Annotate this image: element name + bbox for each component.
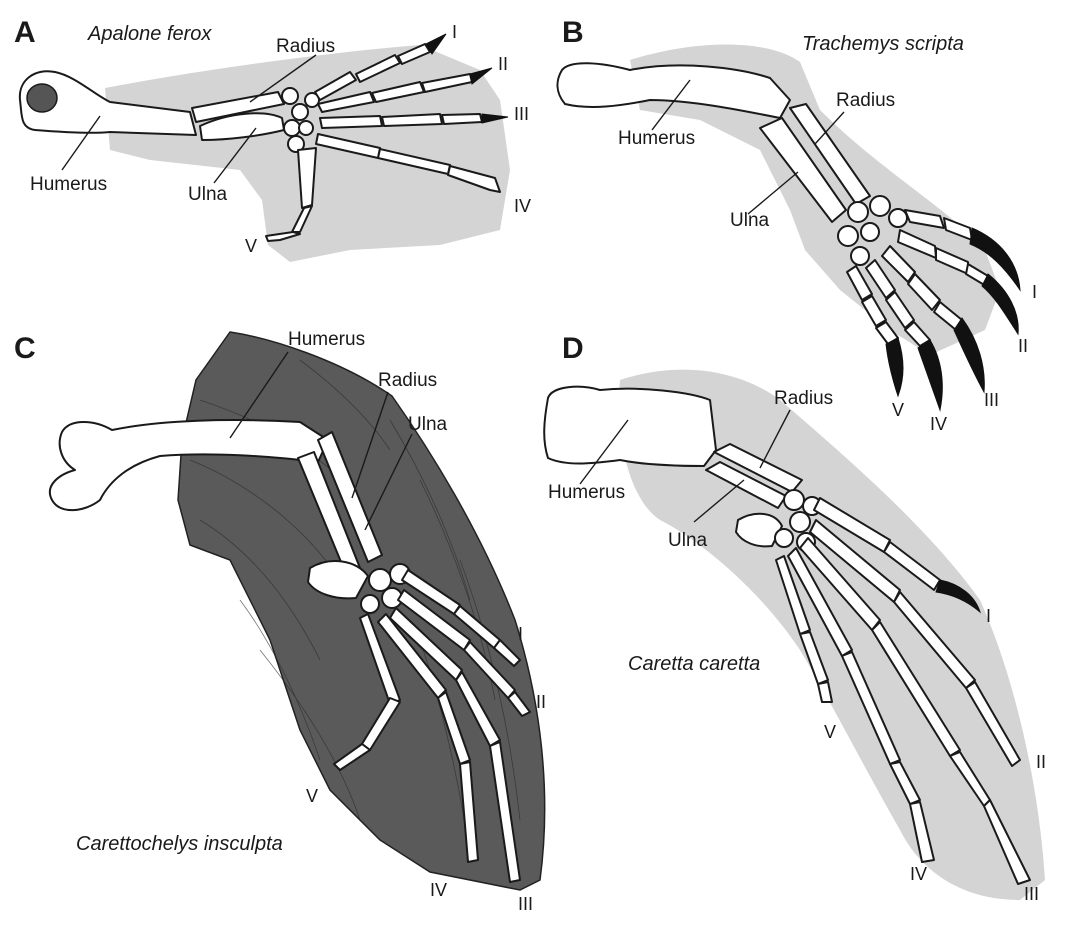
panel-a-humerus — [18, 70, 197, 136]
panel-a-ulna-label: Ulna — [188, 184, 228, 205]
panel-d-pisiform — [735, 512, 783, 548]
panel-c-radius-leader — [351, 391, 389, 499]
panel-d-digit-2: II — [1036, 752, 1046, 772]
panel-b-digit-2: II — [1018, 336, 1028, 356]
panel-c-humerus-label: Humerus — [288, 329, 365, 350]
panel-b: B Trachemys scripta Radius Humerus Ulna … — [556, 16, 1037, 434]
panel-c-digit-3: III — [518, 894, 533, 914]
panel-c-letter: C — [14, 332, 36, 365]
panel-c-humerus — [49, 419, 329, 512]
panel-a-digit-1: I — [452, 22, 457, 42]
panel-b-radius-label: Radius — [836, 90, 895, 111]
panel-c-species-name: Carettochelys insculpta — [76, 833, 283, 855]
panel-b-humerus — [556, 62, 791, 119]
panel-d-radius — [713, 443, 803, 493]
panel-b-ulna-label: Ulna — [730, 210, 770, 231]
panel-b-carpals — [837, 195, 908, 266]
panel-a-radius-label: Radius — [276, 36, 335, 57]
panel-d-humerus-leader — [579, 419, 629, 485]
panel-a-digit-2: II — [498, 54, 508, 74]
panel-b-humerus-leader — [651, 79, 691, 131]
panel-d-digits — [775, 497, 1031, 885]
panel-d-digit-1: I — [986, 606, 991, 626]
panel-c: C Humerus Radius Ulna Carettochelys insc… — [14, 329, 546, 914]
panel-a-digit-5: V — [245, 236, 257, 256]
panel-d-humerus-label: Humerus — [548, 482, 625, 503]
panel-c-radius-label: Radius — [378, 370, 437, 391]
panel-c-digits — [333, 569, 531, 883]
panel-a-digits — [265, 33, 509, 242]
panel-c-flipper-tissue — [177, 331, 546, 891]
panel-b-digit-1: I — [1032, 282, 1037, 302]
panel-a-carpals — [281, 87, 320, 153]
panel-c-digit-4: IV — [430, 880, 447, 900]
panel-a-humeral-head — [26, 83, 58, 113]
panel-d-radius-leader — [759, 409, 791, 469]
panel-d-digit-5: V — [824, 722, 836, 742]
panel-c-digit-5: V — [306, 786, 318, 806]
panel-d-digit-3: III — [1024, 884, 1039, 904]
panel-c-ulna-leader — [364, 433, 413, 531]
panel-c-ulna-label: Ulna — [408, 414, 448, 435]
panel-a-digit-3: III — [514, 104, 529, 124]
panel-a-radius-leader — [249, 54, 317, 103]
panel-d-carpals — [774, 489, 822, 552]
panel-c-digit-2: II — [536, 692, 546, 712]
panel-b-letter: B — [562, 16, 584, 49]
panel-d-ulna-label: Ulna — [668, 530, 708, 551]
panel-d: D Radius Humerus Ulna Caretta caretta I … — [543, 332, 1046, 904]
panel-a-ulna-leader — [213, 127, 257, 184]
panel-a-species-name: Apalone ferox — [87, 23, 212, 45]
panel-a-humerus-label: Humerus — [30, 174, 107, 195]
panel-a: A Apalone ferox Radius Humerus Ulna I II… — [14, 16, 531, 262]
panel-b-species-name: Trachemys scripta — [802, 33, 964, 55]
panel-a-radius — [191, 91, 285, 123]
panel-d-radius-label: Radius — [774, 388, 833, 409]
panel-d-ulna-leader — [693, 479, 745, 523]
panel-d-digit-4: IV — [910, 864, 927, 884]
panel-b-humerus-label: Humerus — [618, 128, 695, 149]
panel-a-digit-4: IV — [514, 196, 531, 216]
panel-b-ulna — [759, 117, 847, 223]
panel-d-species-name: Caretta caretta — [628, 653, 760, 675]
panel-b-radius — [789, 103, 871, 205]
panel-b-digit-4: IV — [930, 414, 947, 434]
panel-b-ulna-leader — [747, 171, 799, 215]
panel-b-digits — [846, 209, 1021, 412]
panel-c-carpals — [360, 563, 411, 614]
panel-c-pisiform — [307, 560, 369, 600]
panel-a-letter: A — [14, 16, 36, 49]
panel-d-letter: D — [562, 332, 584, 365]
panel-b-digit-3: III — [984, 390, 999, 410]
panel-a-humerus-leader — [61, 115, 101, 171]
panel-d-humerus — [543, 385, 717, 467]
panel-b-digit-5: V — [892, 400, 904, 420]
panel-b-radius-leader — [814, 111, 845, 145]
panel-c-humerus-leader — [229, 351, 289, 439]
panel-c-digit-1: I — [518, 624, 523, 644]
